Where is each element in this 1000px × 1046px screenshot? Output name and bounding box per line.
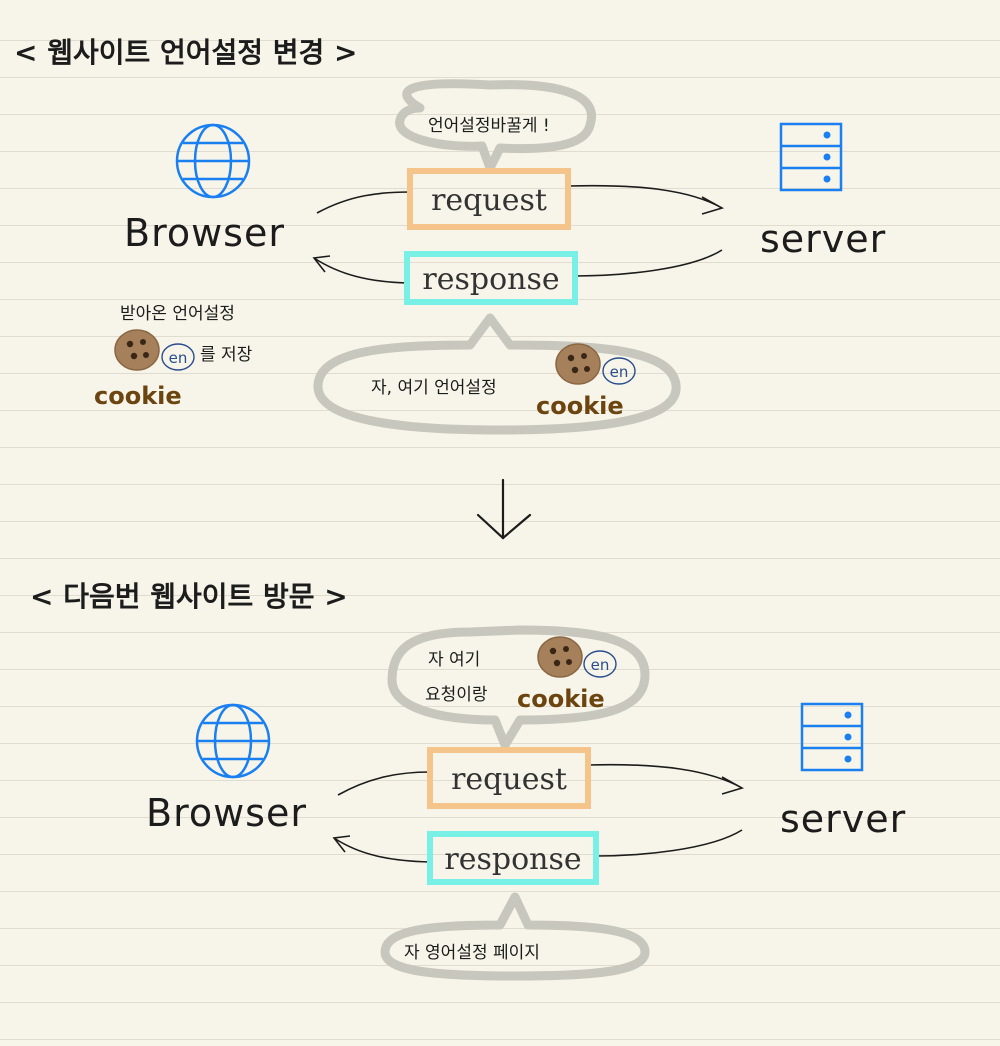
request-arrow-2 [587, 763, 745, 795]
request-box-label-2: request [451, 762, 567, 797]
request-box-2 [427, 747, 591, 809]
server-label: server [760, 217, 886, 261]
down-arrow [476, 478, 532, 540]
stored-cookie-icon [114, 329, 160, 371]
response-arrow-right-segment [574, 249, 723, 277]
browser-note-line1: 받아온 언어설정 [120, 304, 235, 324]
response-arrow [312, 255, 408, 284]
request-arrow-left-segment [316, 191, 411, 214]
browser-note-line2: 를 저장 [200, 345, 253, 365]
response-box [404, 251, 578, 305]
request-note-line2: 요청이랑 [425, 685, 488, 705]
response-box-label-2: response [444, 842, 581, 877]
lang-tag: en [610, 363, 629, 381]
response-box-label: response [422, 262, 559, 297]
stored-lang-tag-outline [161, 343, 195, 371]
request-arrow-left-segment-2 [337, 771, 431, 796]
response-note-bubble: 자, 여기 언어설정 [313, 313, 681, 435]
section1-title: < 웹사이트 언어설정 변경 > [14, 36, 358, 69]
cookie-label-2: cookie [517, 685, 605, 713]
request-box [407, 168, 571, 230]
request-box-label: request [431, 183, 547, 218]
browser-label: Browser [124, 211, 285, 255]
response-note-text-2: 자 영어설정 페이지 [404, 943, 540, 963]
lang-tag-outline-2 [583, 650, 617, 678]
response-arrow-right-segment-2 [595, 829, 743, 857]
stored-lang-tag: en [169, 349, 188, 367]
response-arrow-2 [332, 835, 431, 863]
request-arrow [567, 184, 725, 215]
request-note-bubble-2: 자 여기 요청이랑 [387, 625, 650, 750]
request-note-text: 언어설정바꿀게 ! [428, 116, 550, 136]
section2-title: < 다음번 웹사이트 방문 > [30, 580, 348, 613]
cookie-label: cookie [536, 392, 624, 420]
lang-tag-2: en [591, 656, 610, 674]
response-note-text: 자, 여기 언어설정 [371, 378, 497, 398]
request-note-bubble: 언어설정바꿀게 ! [395, 79, 596, 173]
cookie-icon-2 [537, 636, 583, 678]
request-note-line1: 자 여기 [428, 650, 480, 670]
response-box-2 [427, 831, 599, 885]
globe-icon [175, 123, 251, 199]
cookie-icon [555, 343, 601, 385]
response-note-bubble-2: 자 영어설정 페이지 [380, 892, 650, 981]
server-label-2: server [780, 797, 906, 841]
globe-icon-2 [195, 703, 271, 779]
server-icon [779, 122, 843, 192]
stored-cookie-label: cookie [94, 382, 182, 410]
lang-tag-outline [602, 357, 636, 385]
browser-label-2: Browser [146, 791, 307, 835]
server-icon-2 [800, 702, 864, 772]
